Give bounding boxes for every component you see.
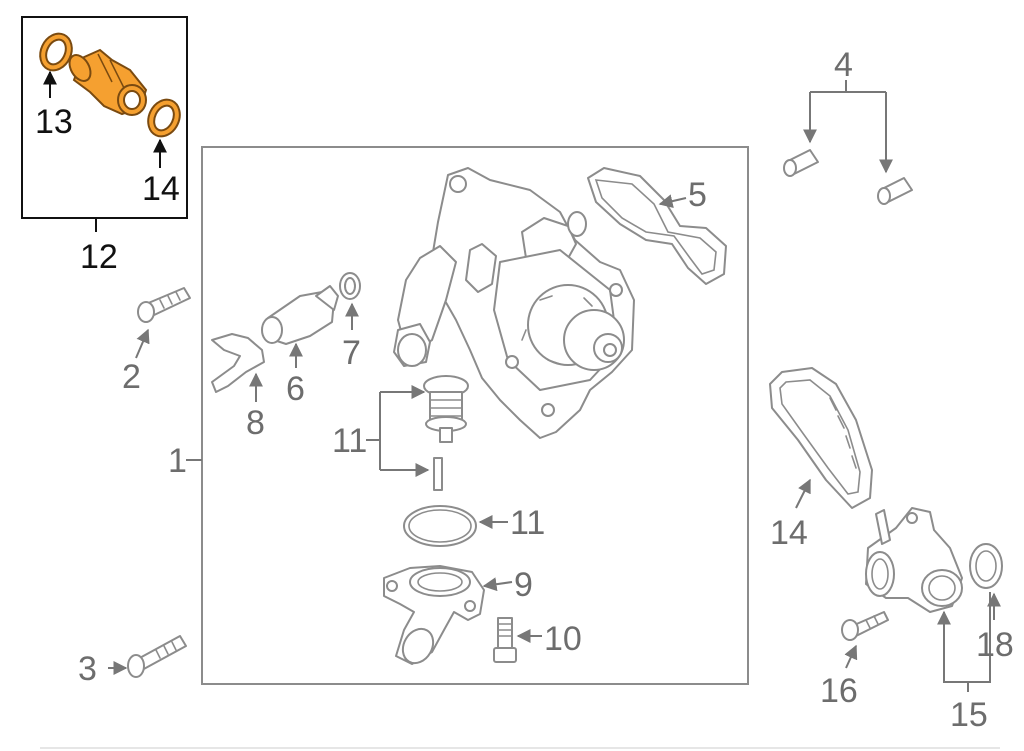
inset-box-13: 13 14 — [21, 16, 188, 219]
callout-17: 16 — [820, 672, 858, 710]
coolant-housing-9 — [383, 565, 485, 665]
callout-14-top: 13 — [35, 103, 73, 141]
bolt-3 — [127, 635, 187, 678]
callout-11: 11 — [510, 504, 545, 542]
leader-15 — [795, 478, 811, 509]
callout-13: 12 — [80, 238, 118, 276]
leader-9 — [482, 577, 513, 592]
seal-ring-7 — [339, 272, 361, 300]
callout-12: 11 — [332, 422, 367, 460]
gasket-5 — [587, 167, 727, 285]
callout-1: 1 — [168, 442, 187, 480]
clip-8 — [211, 333, 265, 393]
callout-3: 3 — [78, 650, 97, 688]
leader-2 — [135, 328, 150, 359]
callout-9: 9 — [514, 566, 533, 604]
callout-2: 2 — [122, 358, 141, 396]
callout-5: 5 — [688, 176, 707, 214]
gasket-14-bottom — [147, 98, 181, 138]
callout-14-bottom: 14 — [142, 170, 180, 208]
callout-16: 15 — [950, 696, 988, 734]
callout-18: 18 — [976, 626, 1014, 664]
thermostat-12 — [423, 375, 469, 491]
callout-8: 8 — [246, 404, 265, 442]
seal-ring-18 — [969, 543, 1003, 589]
callout-15: 14 — [770, 514, 808, 552]
leader-17 — [844, 644, 858, 669]
water-pump-housing — [393, 167, 635, 439]
callout-10: 10 — [544, 620, 582, 658]
bolt-17 — [841, 611, 889, 641]
thermostat-housing-16 — [865, 507, 963, 613]
sensor-6 — [261, 285, 339, 345]
assembly-box-1 — [201, 146, 749, 685]
callout-7: 7 — [342, 334, 361, 372]
drive-belt-15 — [769, 367, 873, 509]
leader-5 — [658, 194, 687, 208]
connector-pipe-13 — [68, 48, 148, 116]
callout-6: 6 — [286, 370, 305, 408]
bolt-2 — [137, 287, 191, 323]
callout-4: 4 — [834, 46, 853, 84]
gasket-14-top — [39, 32, 73, 72]
bolt-10 — [493, 617, 517, 663]
o-ring-11 — [403, 505, 477, 547]
dowel-pins-4 — [783, 149, 913, 205]
